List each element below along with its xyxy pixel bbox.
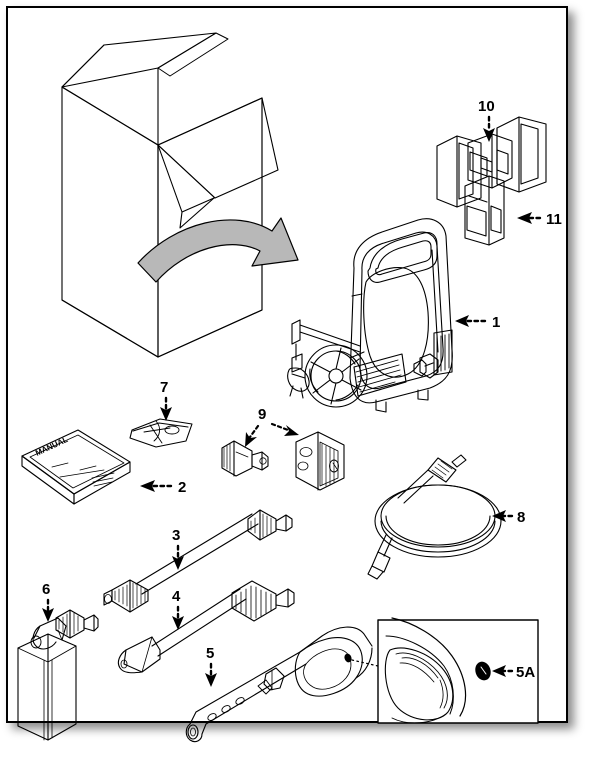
callout-5: 5 [205, 645, 217, 687]
quick-connect-coupler-small [221, 440, 269, 477]
callout-label-9: 9 [258, 406, 266, 423]
detergent-bottle [17, 609, 99, 741]
accessory-packet [129, 418, 193, 448]
callout-label-7: 7 [160, 379, 168, 396]
operators-manual: MANUAL [21, 429, 131, 505]
callout-10: 10 [478, 98, 495, 142]
callout-label-1: 1 [492, 314, 500, 331]
shipping-carton [61, 32, 279, 358]
quick-connect-coupler-large [295, 431, 345, 491]
callout-3: 3 [172, 527, 184, 570]
callout-4: 4 [172, 588, 184, 630]
unpacking-direction-arrow [137, 217, 299, 283]
callout-label-6: 6 [42, 581, 50, 598]
spray-gun [185, 626, 373, 743]
callout-2: 2 [140, 479, 186, 496]
callout-8: 8 [492, 509, 525, 526]
hose-hanger-upper [436, 116, 547, 208]
callout-label-11: 11 [546, 211, 562, 228]
callout-11: 11 [517, 211, 562, 228]
trigger-lock-button [475, 661, 491, 681]
callout-layer: 1 2 3 4 5 [42, 98, 562, 687]
trigger-lock-detail-inset [377, 617, 539, 724]
callout-1: 1 [455, 314, 500, 331]
high-pressure-hose [367, 454, 502, 580]
callout-label-5A: 5A [516, 664, 535, 681]
lance-adjustable-nozzle [103, 509, 293, 613]
callout-label-2: 2 [178, 479, 186, 496]
callout-9: 9 [245, 406, 299, 447]
callout-5A: 5A [492, 664, 535, 681]
callout-label-3: 3 [172, 527, 180, 544]
hose-hanger-lower [464, 175, 505, 246]
detail-leader-line [351, 659, 379, 667]
lance-turbo-nozzle [117, 580, 295, 674]
callout-label-8: 8 [517, 509, 525, 526]
diagram-frame [6, 6, 568, 723]
pressure-washer-unit [287, 218, 453, 413]
callout-label-4: 4 [172, 588, 181, 605]
callout-6: 6 [42, 581, 54, 622]
callout-label-5: 5 [206, 645, 214, 662]
callout-label-10: 10 [478, 98, 495, 115]
manual-cover-text: MANUAL [34, 435, 69, 458]
callout-7: 7 [160, 379, 172, 421]
